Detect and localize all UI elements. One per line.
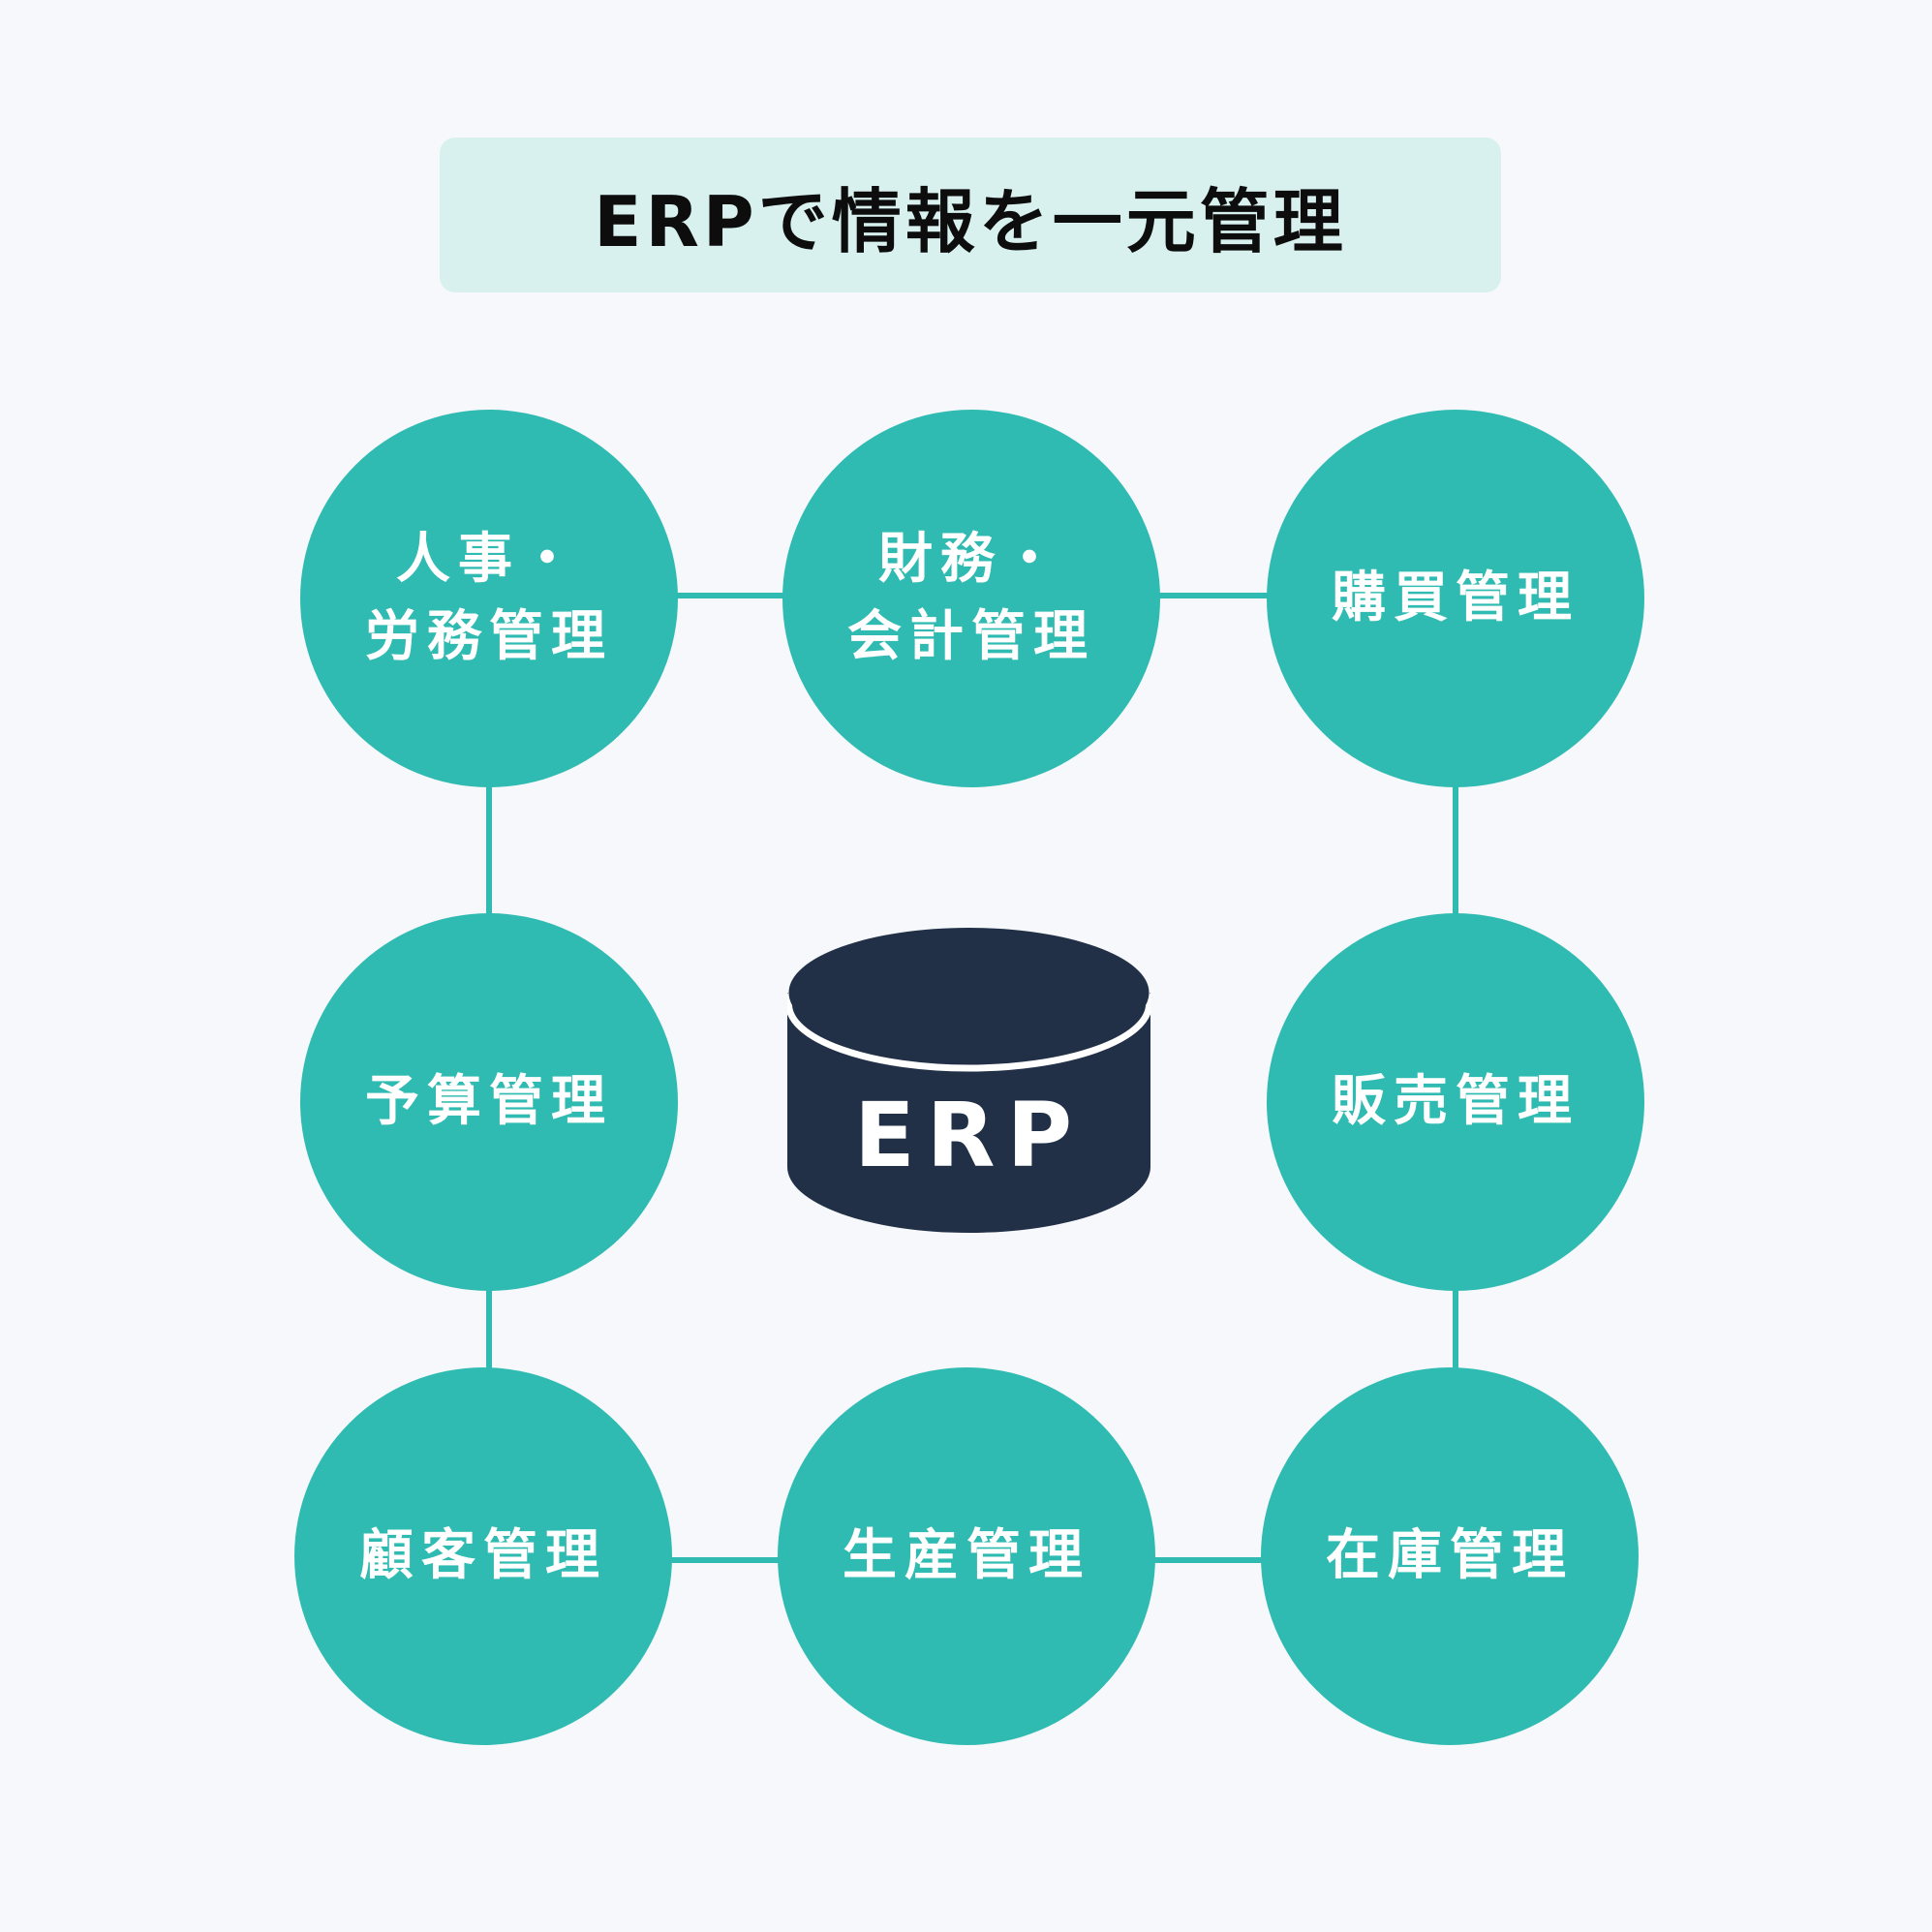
title-banner: ERPで情報を一元管理 [440,138,1501,292]
node-inventory-management: 在庫管理 [1261,1367,1639,1745]
connector-customer-production [670,1557,779,1563]
connector-finance-purchasing [1159,593,1268,598]
node-finance-accounting-management: 財務・ 会計管理 [782,410,1160,787]
node-hr-labor-management: 人事・ 労務管理 [300,410,678,787]
node-sales-management: 販売管理 [1267,913,1644,1291]
connector-production-inventory [1153,1557,1262,1563]
node-customer-management: 顧客管理 [294,1367,672,1745]
node-budget-management: 予算管理 [300,913,678,1291]
node-label: 生産管理 [843,1524,1090,1587]
erp-database: ERP [785,927,1152,1233]
connector-hr-budget [486,786,492,915]
connector-budget-customer [486,1290,492,1369]
node-label: 予算管理 [365,1070,613,1133]
erp-label: ERP [853,1084,1085,1187]
connector-purchasing-sales [1453,786,1458,915]
database-cylinder-icon [785,928,1152,1233]
connector-sales-inventory [1453,1290,1458,1369]
node-label: 顧客管理 [359,1524,607,1587]
node-label-line2: 労務管理 [365,605,613,668]
node-label: 販売管理 [1332,1070,1579,1133]
node-label: 在庫管理 [1326,1524,1574,1587]
connector-hr-finance [676,593,784,598]
node-label: 購買管理 [1332,567,1579,629]
node-label-line1: 財務・ [878,528,1064,591]
node-label-line2: 会計管理 [847,605,1095,668]
node-purchasing-management: 購買管理 [1267,410,1644,787]
page-title: ERPで情報を一元管理 [594,180,1347,262]
node-label-line1: 人事・ [396,528,582,591]
node-production-management: 生産管理 [778,1367,1155,1745]
